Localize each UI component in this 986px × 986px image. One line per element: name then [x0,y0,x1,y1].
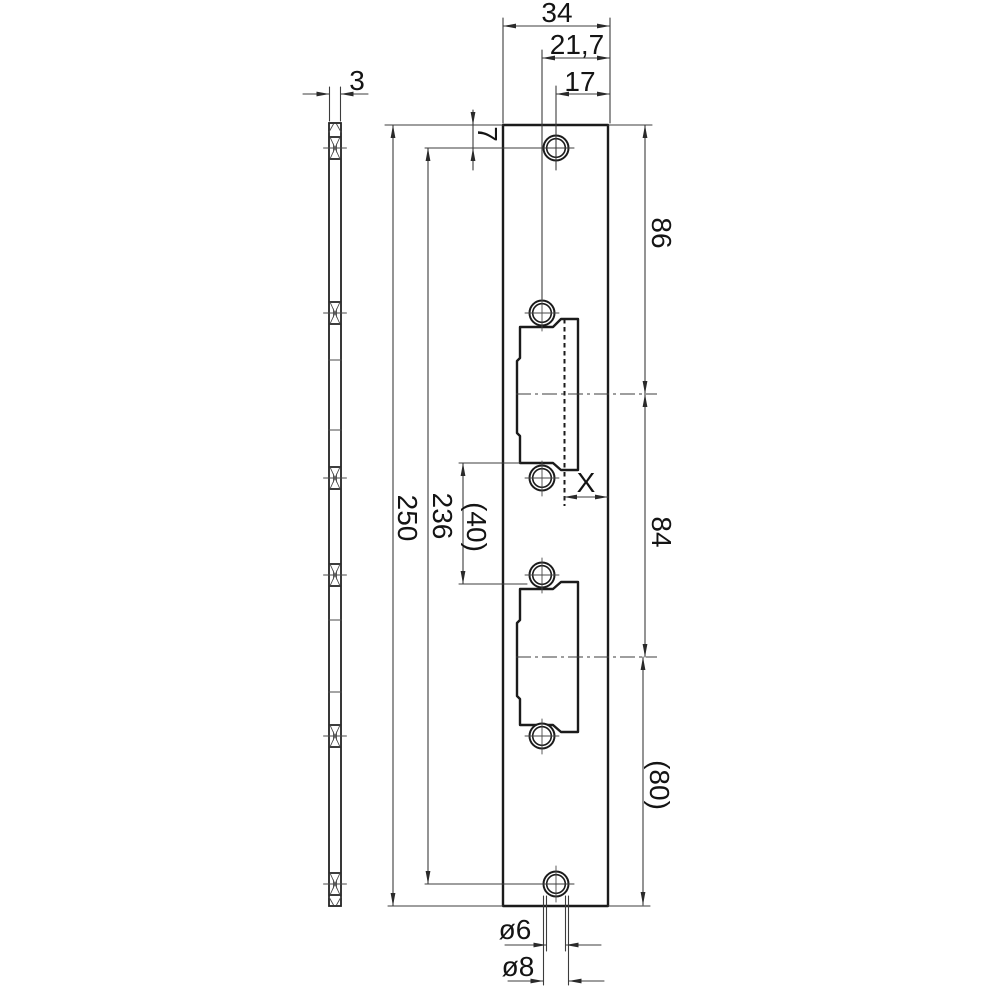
dim-label-edge-to-hole: 7 [472,126,503,142]
dim-label-middle-segment: 84 [646,516,677,547]
plate-outline [501,123,610,908]
dimension-lines [392,25,646,982]
thickness-dimension: 3 [302,65,369,122]
dimensions: 34 21,7 17 X ø6 ø8 7 250 236 (40) 86 84 … [384,0,677,986]
front-view [501,123,657,908]
side-view-strip-outline [328,122,342,907]
dim-label-cutout-gap: (40) [461,502,492,552]
dim-label-hole-span: 236 [427,493,458,540]
dim-label-latch-offset: X [577,467,596,498]
dim-label-plate-width: 34 [541,0,572,28]
countersink-icon [323,466,347,490]
cutout-lower [515,580,580,734]
countersink-icon [323,136,347,160]
dim-label-bottom-segment: (80) [644,760,675,810]
side-view-chamfers [328,123,342,906]
cutout-upper [515,317,580,472]
dim-label-length: 250 [392,495,423,542]
countersink-icon [323,724,347,748]
side-view-countersink-marks [323,136,347,896]
dim-label-top-hole: 17 [564,66,595,97]
dim-label-hole-offset: 21,7 [550,29,605,60]
countersink-icon [323,872,347,896]
hole-crosshairs [524,295,560,903]
dim-label-countersink-dia: ø8 [502,951,535,982]
dim-label-hole-dia: ø6 [499,914,532,945]
side-view: 3 [302,65,369,907]
countersink-icon [323,301,347,325]
dim-label-thickness: 3 [349,65,365,96]
screw-holes [528,134,570,898]
countersink-icon [323,563,347,587]
side-view-step-ticks [328,359,342,693]
extension-lines [384,17,653,986]
arrowheads [390,23,648,984]
dim-label-top-segment: 86 [646,217,677,248]
